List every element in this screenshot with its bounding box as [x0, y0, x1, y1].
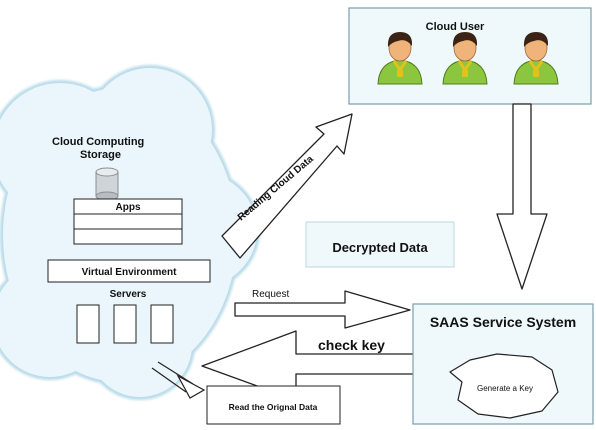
virtual-environment-box	[47, 259, 211, 283]
server-box	[113, 304, 137, 344]
down-arrow	[496, 103, 548, 290]
reading-cloud-data-arrow	[221, 113, 353, 259]
check-key-label: check key	[318, 337, 385, 353]
read-original-data-box	[206, 385, 341, 425]
generate-key-label: Generate a Key	[477, 384, 533, 393]
cloud-users-group	[377, 32, 559, 85]
request-arrow	[234, 290, 411, 329]
read-original-data-label: Read the Orignal Data	[229, 402, 318, 412]
decrypted-data-label: Decrypted Data	[332, 240, 428, 255]
cloud-title-line2: Storage	[80, 149, 121, 161]
decrypted-data-box	[305, 221, 455, 268]
cloud-title-line1: Cloud Computing	[52, 136, 144, 148]
server-box	[150, 304, 174, 344]
apps-stack	[73, 198, 183, 245]
server-box	[76, 304, 100, 344]
read-data-arrow	[151, 361, 206, 399]
cloud-user-title: Cloud User	[426, 21, 485, 33]
servers-label: Servers	[110, 289, 147, 300]
virtual-environment-label: Virtual Environment	[82, 267, 178, 278]
storage-cylinder-icon	[95, 167, 119, 201]
saas-title: SAAS Service System	[430, 314, 576, 330]
generate-key-shape	[449, 353, 559, 419]
request-label: Request	[252, 289, 289, 300]
user-icon	[442, 32, 488, 85]
user-icon	[513, 32, 559, 85]
check-key-arrow	[201, 330, 416, 401]
user-icon	[377, 32, 423, 85]
apps-label: Apps	[116, 202, 141, 213]
servers-group	[76, 304, 174, 344]
